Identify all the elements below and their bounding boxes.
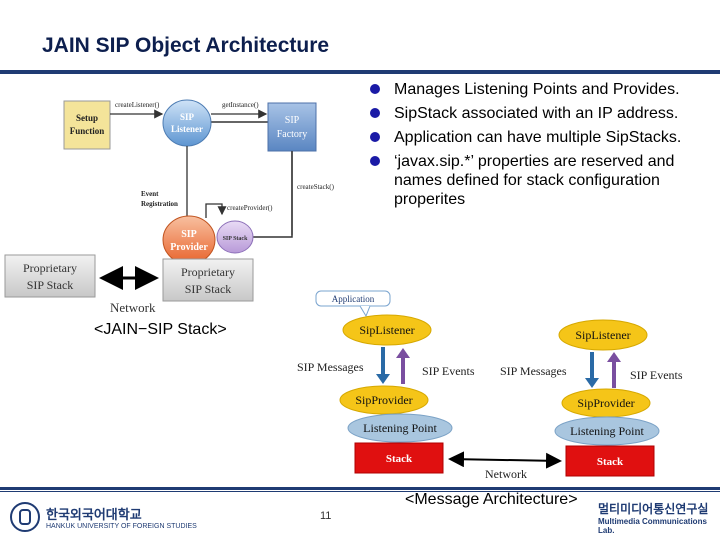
setup-function-box <box>63 100 111 150</box>
bullet-item: Manages Listening Points and Provides. <box>368 80 708 99</box>
proprietary-stack-right <box>162 258 254 302</box>
event-registration-line1: Event <box>141 190 159 198</box>
lab-logo: 멀티미디어통신연구실 Multimedia Communications Lab… <box>598 500 720 535</box>
stack-box-left <box>354 442 444 474</box>
bullet-dot-icon <box>370 156 380 166</box>
sip-provider-node <box>162 215 216 265</box>
footer-divider <box>0 487 720 490</box>
caption-message-architecture: <Message Architecture> <box>405 491 578 508</box>
network-label-right: Network <box>485 467 527 481</box>
university-emblem-icon <box>10 502 40 532</box>
network-label-left: Network <box>110 300 156 315</box>
bullet-dot-icon <box>370 84 380 94</box>
bullet-list: Manages Listening Points and Provides. S… <box>368 80 708 214</box>
create-listener-label: createListener() <box>115 101 160 109</box>
slide-title: JAIN SIP Object Architecture <box>42 34 330 57</box>
sip-events-arrowhead-left <box>396 348 410 358</box>
application-label: Application <box>332 294 375 304</box>
application-callout <box>315 290 391 307</box>
sip-provider-label-left: SipProvider <box>355 393 412 407</box>
stack-label-left: Stack <box>386 453 413 465</box>
sip-events-label-right: SIP Events <box>630 368 683 382</box>
setup-function-line2: Function <box>70 126 105 136</box>
create-stack-label: createStack() <box>297 183 335 191</box>
bullet-text: ‘javax.sip.*’ properties are reserved an… <box>394 153 675 208</box>
create-provider-arrow <box>205 203 227 218</box>
sip-messages-arrowhead-left <box>376 374 390 384</box>
sip-factory-line2: Factory <box>277 129 308 140</box>
stack-label-right: Stack <box>597 456 624 468</box>
university-name-korean: 한국외국어대학교 <box>46 507 142 522</box>
listening-point-pill-left <box>347 413 453 443</box>
sip-provider-pill-left <box>339 385 429 415</box>
application-callout-tail <box>359 305 371 318</box>
proprietary-left-line2: SIP Stack <box>27 278 74 292</box>
sip-events-label-left: SIP Events <box>422 364 475 378</box>
page-number: 11 <box>320 510 332 522</box>
sip-messages-label-right: SIP Messages <box>500 364 567 378</box>
sip-listener-line2: Listener <box>171 124 203 134</box>
sip-factory-box <box>267 102 317 152</box>
proprietary-right-line2: SIP Stack <box>185 282 232 296</box>
sip-stack-small-label: SIP Stack <box>223 236 249 242</box>
title-divider <box>0 70 720 74</box>
sip-listener-pill-left <box>342 314 432 346</box>
stack-box-right <box>565 445 655 477</box>
sip-stack-small-node <box>216 220 254 254</box>
sip-events-arrowhead-right <box>607 352 621 362</box>
sip-provider-line2: Provider <box>170 242 208 253</box>
bullet-text: SipStack associated with an IP address. <box>394 105 679 122</box>
sip-factory-line1: SIP <box>285 115 300 126</box>
caption-jain-sip-stack: <JAIN−SIP Stack> <box>94 321 227 338</box>
sip-provider-label-right: SipProvider <box>577 396 634 410</box>
bullet-dot-icon <box>370 108 380 118</box>
bullet-item: Application can have multiple SipStacks. <box>368 128 708 147</box>
sip-listener-label-left: SipListener <box>359 323 414 337</box>
sip-provider-line1: SIP <box>181 229 197 240</box>
network-double-arrow-right <box>448 451 562 469</box>
listening-point-label-right: Listening Point <box>570 424 644 438</box>
lab-name-korean: 멀티미디어통신연구실 <box>598 502 709 516</box>
bullet-item: SipStack associated with an IP address. <box>368 104 708 123</box>
proprietary-right-line1: Proprietary <box>181 265 235 279</box>
event-registration-line2: Registration <box>141 200 178 208</box>
footer-divider-thin <box>0 491 720 492</box>
sip-listener-label-right: SipListener <box>575 328 630 342</box>
bullet-text: Application can have multiple SipStacks. <box>394 129 682 146</box>
sip-listener-line1: SIP <box>180 112 195 122</box>
university-name: 한국외국어대학교 HANKUK UNIVERSITY OF FOREIGN ST… <box>46 504 197 530</box>
setup-function-line1: Setup <box>76 113 98 123</box>
listening-point-pill-right <box>554 416 660 446</box>
university-logo: 한국외국어대학교 HANKUK UNIVERSITY OF FOREIGN ST… <box>10 502 197 532</box>
listening-point-label-left: Listening Point <box>363 421 437 435</box>
sip-listener-node <box>162 99 212 147</box>
university-name-english: HANKUK UNIVERSITY OF FOREIGN STUDIES <box>46 523 197 530</box>
sip-messages-arrowhead-right <box>585 378 599 388</box>
sip-listener-pill-right <box>558 319 648 351</box>
get-instance-label: getInstance() <box>222 101 259 109</box>
bullet-item: ‘javax.sip.*’ properties are reserved an… <box>368 152 708 209</box>
proprietary-stack-left <box>4 254 96 298</box>
proprietary-left-line1: Proprietary <box>23 261 77 275</box>
sip-messages-label-left: SIP Messages <box>297 360 364 374</box>
bullet-text: Manages Listening Points and Provides. <box>394 81 680 98</box>
bullet-dot-icon <box>370 132 380 142</box>
create-provider-label: createProvider() <box>227 204 273 212</box>
lab-name-english: Multimedia Communications Lab. <box>598 517 707 535</box>
